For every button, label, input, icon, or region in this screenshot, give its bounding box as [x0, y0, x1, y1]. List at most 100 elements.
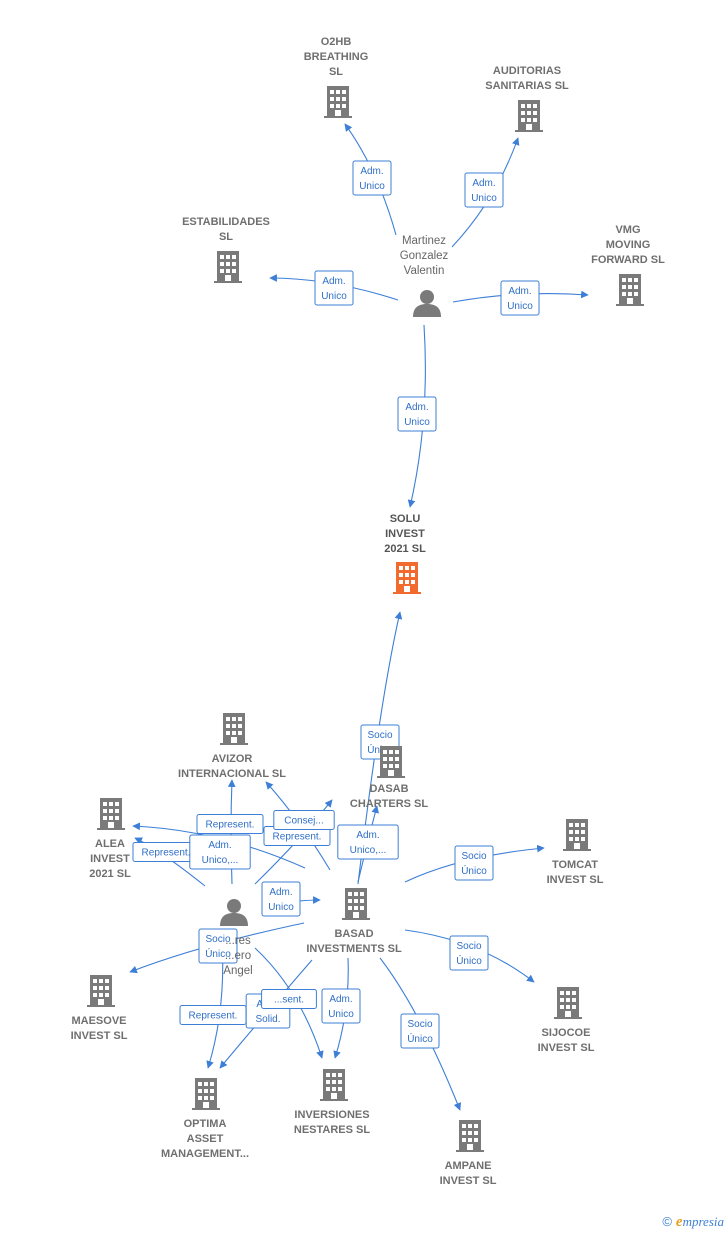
edge-tag-text: Único [407, 1032, 433, 1045]
edge-tag-angel-to-inversiones[interactable]: ...sent. [261, 989, 317, 1009]
edge-tag-angel-to-basad[interactable]: Adm.Unico [261, 881, 301, 917]
building-icon [320, 1069, 348, 1101]
edge-tag-text: Único [461, 864, 487, 877]
node-label: INVEST SL [71, 1030, 128, 1042]
node-solu[interactable]: SOLU INVEST 2021 SL [384, 513, 426, 594]
edge-tag-angel-to-optima[interactable]: Represent. [179, 1005, 247, 1025]
edge-tag-martinez-to-auditorias[interactable]: Adm.Unico [464, 172, 504, 208]
node-label: INVERSIONES [294, 1109, 369, 1121]
edge-tag-text: Adm. [322, 276, 345, 287]
node-sijocoe[interactable]: SIJOCOE INVEST SL [538, 987, 595, 1054]
building-icon [456, 1120, 484, 1152]
edge-tag-martinez-to-estabilidades[interactable]: Adm. Unico [314, 270, 354, 306]
edge-tag-text: Adm. [269, 887, 292, 898]
node-label: INVESTMENTS SL [306, 943, 402, 955]
edge-tag-text: Socio [461, 851, 486, 862]
node-label: 2021 SL [384, 543, 426, 555]
node-optima[interactable]: OPTIMA ASSET MANAGEMENT... [161, 1078, 249, 1160]
edge-tag-basad-to-dasab[interactable]: Adm.Unico,... [337, 824, 399, 860]
node-alea[interactable]: ALEA INVEST 2021 SL [89, 798, 131, 880]
node-basad[interactable]: BASAD INVESTMENTS SL [306, 888, 402, 955]
node-label: BASAD [334, 928, 373, 940]
node-label: OPTIMA [184, 1118, 227, 1130]
copyright-symbol: © [662, 1214, 672, 1229]
edge-tag-angel-to-dasab[interactable]: Consej... [273, 810, 335, 830]
edge-tag-martinez-to-vmg[interactable]: Adm.Unico [500, 280, 540, 316]
edge-tag-text: Represent. [189, 1011, 238, 1022]
node-label: Gonzalez [400, 250, 449, 262]
node-label: SANITARIAS SL [485, 80, 569, 92]
building-icon [393, 562, 421, 594]
node-label: INVEST SL [538, 1042, 595, 1054]
edge-tag-text: Adm. [508, 286, 531, 297]
edge-tag-text: Unico [328, 1009, 354, 1020]
edge-tag-text: Unico [359, 181, 385, 192]
edge-tag-text: Represent. [273, 832, 322, 843]
edge-tag-martinez-to-o2hb[interactable]: Adm.Unico [352, 160, 392, 196]
node-label: O2HB [321, 36, 352, 48]
building-icon [192, 1078, 220, 1110]
edge-tag-basad-to-alea[interactable]: Represent. [132, 842, 200, 862]
building-icon [87, 975, 115, 1007]
edge-tag-text: Socio [205, 934, 230, 945]
node-label: 2021 SL [89, 868, 131, 880]
edge-tag-angel-to-avizor[interactable]: Represent. [196, 814, 264, 834]
edge-tag-text: Unico [321, 291, 347, 302]
edge-tag-text: Unico,... [350, 845, 387, 856]
edge-tag-text: Unico [471, 193, 497, 204]
node-label: MANAGEMENT... [161, 1148, 249, 1160]
person-icon [220, 899, 248, 926]
node-label: INVEST [385, 528, 425, 540]
node-label: ...ero [225, 950, 251, 962]
edge-tag-text: Socio [407, 1019, 432, 1030]
node-label: SIJOCOE [542, 1027, 591, 1039]
node-label: INVEST [90, 853, 130, 865]
edge-tag-text: ...sent. [274, 995, 304, 1006]
node-label: ...res [225, 935, 251, 947]
node-label: SL [219, 231, 233, 243]
edge-tag-basad-to-inversiones[interactable]: Adm.Unico [321, 988, 361, 1024]
building-icon [324, 86, 352, 118]
footer-brand[interactable]: ©empresia [662, 1214, 724, 1231]
edge-tag-text: Único [205, 947, 231, 960]
node-ampane[interactable]: AMPANE INVEST SL [440, 1120, 497, 1187]
edge-tag-martinez-to-solu[interactable]: Adm.Unico [397, 396, 437, 432]
node-label: AVIZOR [212, 753, 253, 765]
edge-tag-text: Socio [456, 941, 481, 952]
node-label: ASSET [187, 1133, 224, 1145]
edge-tag-text: Solid. [255, 1014, 280, 1025]
edge-tag-text: Unico [404, 417, 430, 428]
node-label: SL [329, 66, 343, 78]
node-label: AMPANE [445, 1160, 492, 1172]
brand-first-letter: e [675, 1214, 683, 1230]
node-label: INVEST SL [440, 1175, 497, 1187]
node-label: ALEA [95, 838, 125, 850]
node-label: TOMCAT [552, 859, 598, 871]
person-icon [413, 290, 441, 317]
node-label: Valentin [404, 265, 445, 277]
node-label: SOLU [390, 513, 421, 525]
edge-tag-angel-to-alea[interactable]: Adm.Unico,... [189, 834, 251, 870]
node-label: FORWARD SL [591, 254, 665, 266]
edge-tag-text: Represent. [142, 848, 191, 859]
node-label: Martinez [402, 235, 446, 247]
edge-tag-text: Único [456, 954, 482, 967]
building-icon [377, 746, 405, 778]
node-label: VMG [615, 224, 640, 236]
